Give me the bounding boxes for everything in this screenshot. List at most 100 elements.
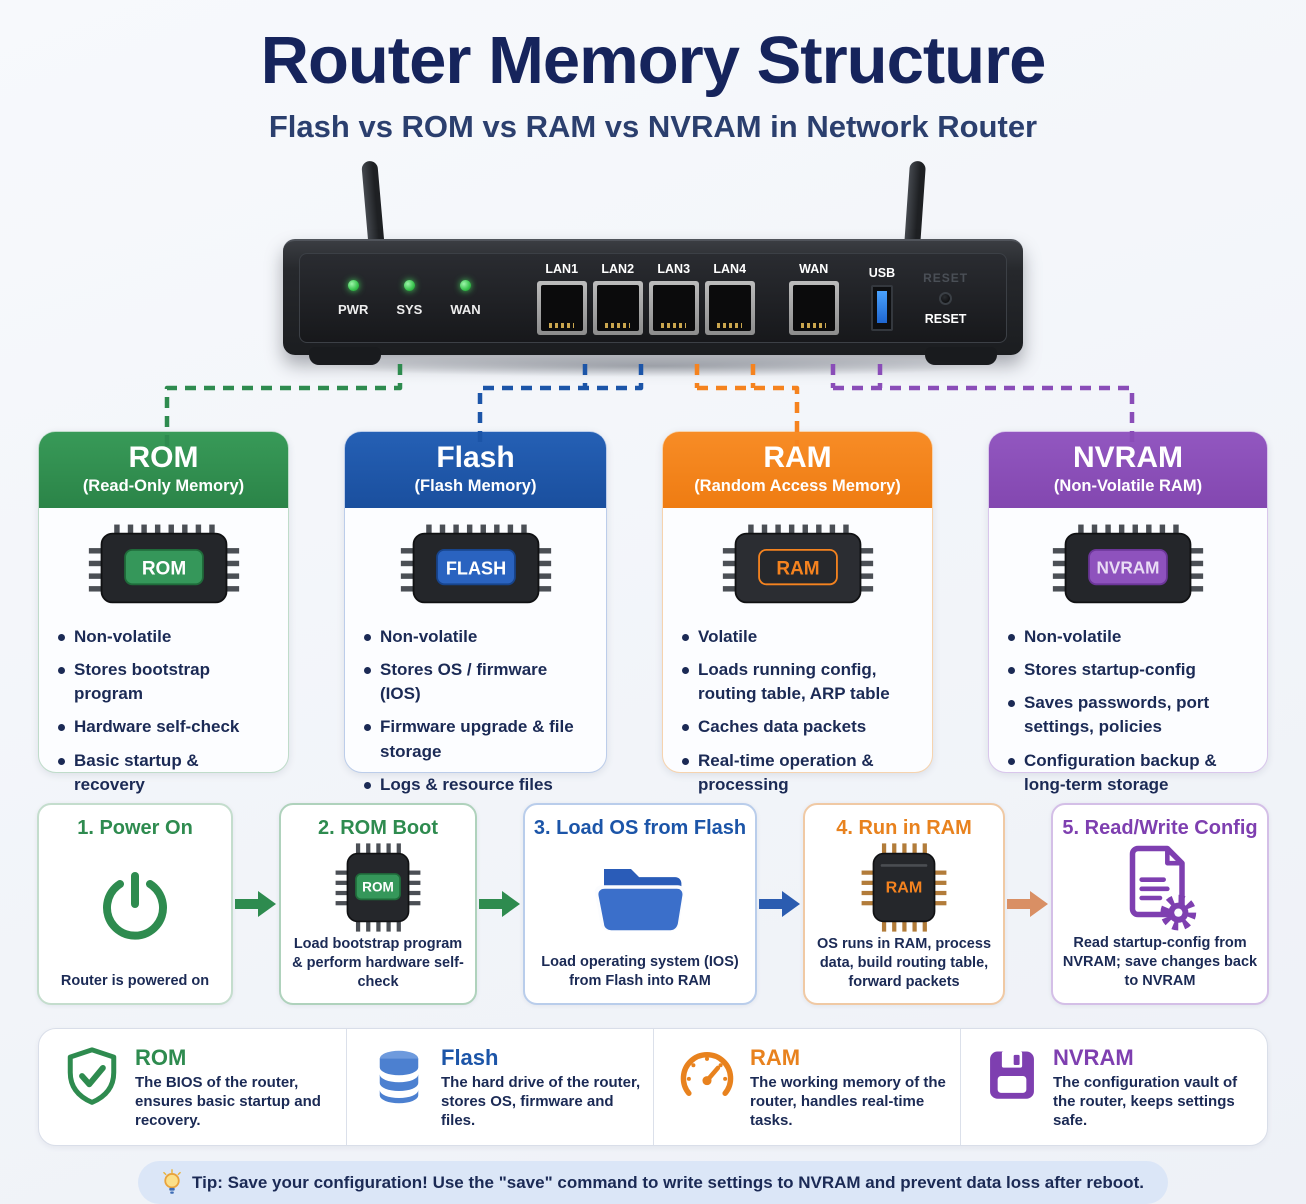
step-run-in-ram: 4. Run in RAM RAM OS runs in RAM, proces…: [803, 803, 1005, 1005]
power-icon: [93, 840, 177, 972]
reset-button: [939, 291, 953, 305]
shield-check-icon: [67, 1047, 117, 1105]
page-title: Router Memory Structure: [260, 23, 1047, 98]
flash-bullet: Logs & resource files: [361, 773, 592, 797]
step-power-on: 1. Power On Router is powered on: [37, 803, 233, 1005]
nvram-connector-line: [830, 364, 1135, 446]
lan4-port: LAN4: [704, 262, 755, 335]
rom-card-subtitle: (Read-Only Memory): [82, 477, 245, 495]
memory-card-flash: Flash (Flash Memory) FLASH Non-volatile: [344, 431, 607, 794]
rom-bullet: Hardware self-check: [55, 715, 274, 739]
wan-led: [460, 279, 472, 291]
nvram-bullet: Non-volatile: [1005, 625, 1253, 649]
lightbulb-icon: [163, 1169, 181, 1194]
reset-label: RESET: [924, 311, 967, 326]
reset-button-block: RESET RESET: [923, 271, 968, 326]
summary-flash-desc: The hard drive of the router, stores OS,…: [441, 1074, 641, 1130]
memory-cards-row: ROM (Read-Only Memory) ROM Non-volatile: [38, 431, 1268, 794]
rom-bullet: Basic startup & recovery: [55, 749, 274, 797]
svg-text:FLASH: FLASH: [445, 558, 505, 578]
ram-connector-line: [694, 364, 800, 446]
tip-bar: Tip: Save your configuration! Use the "s…: [138, 1161, 1168, 1204]
ram-bullet: Volatile: [679, 625, 918, 649]
flash-bullet: Stores OS / firmware (IOS): [361, 658, 592, 706]
flash-connector-line: [477, 364, 644, 446]
ram-bullet: Loads running config, routing table, ARP…: [679, 658, 918, 706]
boot-steps-row: 1. Power On Router is powered on 2. ROM …: [37, 803, 1269, 1005]
step1-caption: Router is powered on: [60, 972, 210, 989]
nvram-bullet: Saves passwords, port settings, policies: [1005, 691, 1253, 739]
summary-strip: ROM The BIOS of the router, ensures basi…: [38, 1028, 1268, 1146]
memory-card-ram: RAM (Random Access Memory) RAM Volatile: [662, 431, 933, 794]
arrow-right-icon: [1007, 891, 1048, 917]
ram-bullet: Caches data packets: [679, 715, 918, 739]
floppy-disk-icon: [990, 1051, 1034, 1099]
router-body: PWR SYS WAN LAN1 LAN2 LAN3 LAN4 WAN USB: [283, 239, 1023, 377]
arrow-right-icon: [759, 891, 800, 917]
header: Router Memory Structure Flash vs ROM vs …: [0, 0, 1306, 145]
rom-bullet: Stores bootstrap program: [55, 658, 274, 706]
flash-card-title: Flash: [436, 441, 515, 474]
nvram-card-subtitle: (Non-Volatile RAM): [1053, 477, 1203, 495]
step-read-write-config: 5. Read/Write Config Read startup-config…: [1051, 803, 1269, 1005]
summary-ram-title: RAM: [750, 1045, 801, 1070]
sys-led-label: SYS: [396, 301, 423, 317]
database-icon: [379, 1050, 419, 1104]
led-group: PWR SYS WAN: [338, 279, 481, 317]
svg-text:ROM: ROM: [362, 880, 394, 895]
lan2-port: LAN2: [592, 262, 643, 335]
flash-bullet: Non-volatile: [361, 625, 592, 649]
rom-chip-icon: ROM: [39, 522, 288, 619]
summary-ram: RAM The working memory of the router, ha…: [653, 1029, 960, 1145]
step2-caption: Load bootstrap program & perform hardwar…: [292, 936, 464, 991]
summary-rom-desc: The BIOS of the router, ensures basic st…: [135, 1074, 321, 1130]
ram-chip-icon: RAM: [663, 522, 932, 619]
usb-port: USB: [869, 266, 895, 331]
page-subtitle: Flash vs ROM vs RAM vs NVRAM in Network …: [268, 109, 1038, 144]
svg-text:RAM: RAM: [886, 879, 923, 897]
ram-bullet: Real-time operation & processing: [679, 749, 918, 797]
usb-slot-icon: [870, 284, 893, 331]
rom-chip-icon: ROM: [327, 840, 429, 935]
pwr-led: [347, 279, 359, 291]
step4-title: 4. Run in RAM: [836, 817, 972, 839]
folder-icon: [586, 840, 694, 953]
rom-card-title: ROM: [128, 441, 199, 474]
flash-card-subtitle: (Flash Memory): [414, 477, 537, 495]
router-front-panel: PWR SYS WAN LAN1 LAN2 LAN3 LAN4 WAN USB: [299, 253, 1007, 343]
step2-title: 2. ROM Boot: [318, 817, 438, 839]
step4-caption: OS runs in RAM, process data, build rout…: [816, 936, 992, 991]
antenna-right: [903, 160, 927, 250]
summary-ram-desc: The working memory of the router, handle…: [750, 1074, 946, 1130]
nvram-chip-icon: NVRAM: [989, 522, 1267, 619]
router-foot-right: [925, 347, 997, 365]
gauge-icon: [680, 1052, 734, 1097]
step5-title: 5. Read/Write Config: [1062, 817, 1258, 839]
step1-title: 1. Power On: [77, 817, 193, 839]
reset-ghost-label: RESET: [923, 270, 969, 285]
nvram-card-title: NVRAM: [1073, 441, 1183, 474]
step-load-os: 3. Load OS from Flash Load operating sys…: [523, 803, 757, 1005]
router-illustration: PWR SYS WAN LAN1 LAN2 LAN3 LAN4 WAN USB: [0, 145, 1306, 383]
summary-rom: ROM The BIOS of the router, ensures basi…: [39, 1029, 346, 1145]
svg-text:NVRAM: NVRAM: [1096, 557, 1159, 577]
usb-label: USB: [868, 265, 896, 280]
rom-connector-line: [164, 364, 403, 446]
nvram-bullet: Configuration backup & long-term storage: [1005, 749, 1253, 797]
flash-bullet: Firmware upgrade & file storage: [361, 715, 592, 763]
step5-caption: Read startup-config from NVRAM; save cha…: [1062, 934, 1258, 989]
config-doc-gear-icon: [1114, 840, 1206, 934]
router-shadow: [312, 355, 994, 377]
summary-nvram: NVRAM The configuration vault of the rou…: [960, 1029, 1267, 1145]
flash-chip-icon: FLASH: [345, 522, 606, 619]
memory-card-rom: ROM (Read-Only Memory) ROM Non-volatile: [38, 431, 289, 794]
wan-led-label: WAN: [450, 301, 481, 317]
summary-nvram-desc: The configuration vault of the router, k…: [1053, 1074, 1238, 1130]
step-rom-boot: 2. ROM Boot ROM Load bootstrap program &…: [279, 803, 477, 1005]
antenna-left: [361, 160, 385, 250]
port-group: LAN1 LAN2 LAN3 LAN4 WAN: [536, 262, 839, 335]
router-foot-left: [309, 347, 381, 365]
svg-text:ROM: ROM: [141, 558, 185, 579]
step3-title: 3. Load OS from Flash: [533, 817, 747, 839]
arrow-right-icon: [479, 891, 520, 917]
